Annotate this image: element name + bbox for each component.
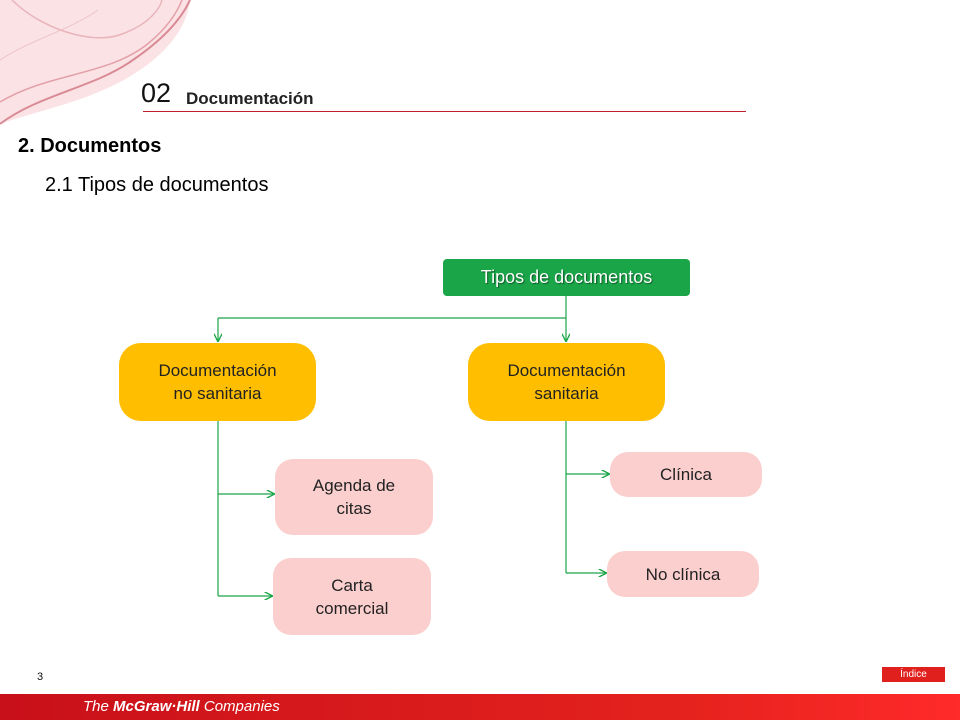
node-agenda-de-citas: Agenda de citas xyxy=(275,459,433,535)
footer-bar: The McGraw·Hill Companies xyxy=(0,694,960,720)
node-carta-comercial: Carta comercial xyxy=(273,558,431,635)
chapter-title: Documentación xyxy=(186,89,314,108)
node-documentacion-no-sanitaria: Documentación no sanitaria xyxy=(119,343,316,421)
node-label-line: Agenda de xyxy=(312,476,396,495)
root-node-tipos-de-documentos: Tipos de documentos xyxy=(443,259,690,296)
node-label-line: citas xyxy=(336,499,372,518)
logo-suffix: Companies xyxy=(199,698,280,715)
header-rule xyxy=(143,111,746,112)
section-title: 2. Documentos xyxy=(18,135,162,157)
publisher-logo: The McGraw·Hill Companies xyxy=(83,698,280,715)
logo-brand: McGraw·Hill xyxy=(113,698,200,715)
node-documentacion-sanitaria: Documentación sanitaria xyxy=(468,343,665,421)
node-label-line: sanitaria xyxy=(534,384,599,403)
node-label-line: Clínica xyxy=(660,465,712,484)
node-label-line: comercial xyxy=(315,598,389,618)
node-label-line: Documentación xyxy=(158,361,277,380)
node-label-line: no sanitaria xyxy=(173,384,262,403)
index-button[interactable]: Índice xyxy=(882,667,945,682)
node-no-clinica: No clínica xyxy=(607,551,759,597)
logo-prefix: The xyxy=(83,698,114,715)
subsection-title: 2.1 Tipos de documentos xyxy=(45,174,269,196)
node-clinica: Clínica xyxy=(610,452,762,497)
page-number: 3 xyxy=(37,671,44,683)
decorative-swirl xyxy=(0,0,191,125)
node-label-line: No clínica xyxy=(645,564,721,584)
node-label-line: Carta xyxy=(331,575,373,595)
node-label-line: Documentación xyxy=(507,361,626,380)
chapter-number: 02 xyxy=(141,78,172,108)
